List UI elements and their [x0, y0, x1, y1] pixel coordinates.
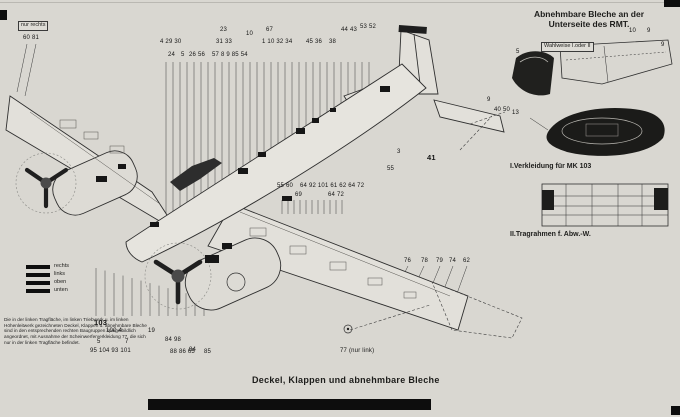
black-panels	[96, 86, 390, 263]
legend-label: unten	[54, 287, 68, 294]
legend-swatch	[26, 289, 50, 293]
mirror-note-text: Die in der linken Tragfläche, im linken …	[4, 317, 147, 345]
aircraft-drawing	[5, 25, 523, 339]
legend-swatch	[26, 273, 50, 277]
figure-caption: Deckel, Klappen und abnehmbare Bleche	[252, 375, 440, 385]
top-inset-drawing	[512, 39, 673, 96]
scan-fold-line	[0, 2, 680, 3]
canopy	[170, 158, 222, 191]
scan-artifact-mark	[664, 0, 680, 7]
dashed-construction-lines	[349, 111, 523, 339]
legend-row-oben: oben	[26, 279, 69, 287]
scan-artifact-mark	[671, 406, 680, 415]
inset-option-label: Wahlweise I.oder II	[541, 42, 594, 52]
legend-label: links	[54, 271, 66, 278]
panel-outlines	[29, 111, 451, 299]
legend-swatch	[26, 265, 50, 269]
legend-swatch	[26, 281, 50, 285]
inset2-label: II.Tragrahmen f. Abw.-W.	[510, 231, 591, 238]
inset-title-line2: Unterseite des RMT.	[548, 18, 630, 29]
legend-row-unten: unten	[26, 287, 69, 295]
inset2-tragrahmen-drawing	[541, 183, 669, 227]
scan-artifact-bar	[148, 399, 431, 410]
legend-label: rechts	[54, 263, 69, 270]
legend-row-links: links	[26, 271, 69, 279]
scan-artifact-mark	[0, 10, 7, 20]
inset-title: Abnehmbare Bleche an der Unterseite des …	[498, 9, 680, 30]
nur-rechts-label: nur rechts	[18, 21, 49, 31]
inset1-label: I.Verkleidung für MK 103	[510, 163, 592, 170]
inset1-mk103-fairing-drawing	[529, 108, 665, 156]
legend-row-rechts: rechts	[26, 263, 69, 271]
legend-label: oben	[54, 279, 67, 286]
inset-title-line1: Abnehmbare Bleche an der	[533, 9, 645, 19]
